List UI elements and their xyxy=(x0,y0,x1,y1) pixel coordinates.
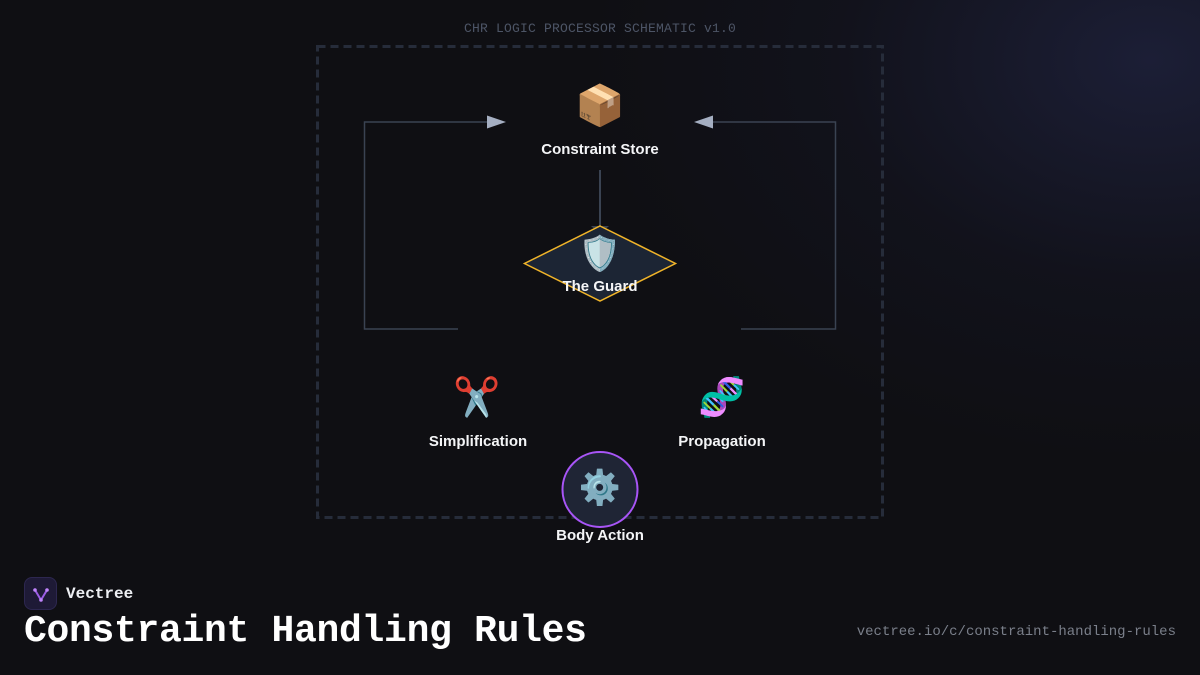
guard-label: The Guard xyxy=(562,278,638,295)
constraint-store-label: Constraint Store xyxy=(541,141,659,158)
scissors-icon: ✂️ xyxy=(453,375,501,419)
body-action-circle xyxy=(561,451,639,528)
left-loop-connector xyxy=(363,121,488,330)
gear-icon: ⚙️ xyxy=(578,468,622,508)
vectree-logo-icon xyxy=(24,577,57,610)
page-title: Constraint Handling Rules xyxy=(24,610,587,653)
body-action-label: Body Action xyxy=(556,527,644,544)
page-url[interactable]: vectree.io/c/constraint-handling-rules xyxy=(856,624,1176,640)
brand-name: Vectree xyxy=(66,584,134,603)
shield-icon: 🛡️ xyxy=(578,234,622,274)
right-loop-connector xyxy=(712,121,837,330)
schematic-title: CHR LOGIC PROCESSOR SCHEMATIC v1.0 xyxy=(463,21,737,36)
dna-icon: 🧬 xyxy=(698,375,746,419)
brand: Vectree xyxy=(24,577,133,610)
package-icon: 📦 xyxy=(575,83,625,129)
guard-diamond xyxy=(522,225,678,302)
propagation-label: Propagation xyxy=(678,433,766,450)
right-loop-arrowhead xyxy=(694,115,713,129)
left-loop-arrowhead xyxy=(487,115,506,129)
simplification-label: Simplification xyxy=(428,433,528,450)
